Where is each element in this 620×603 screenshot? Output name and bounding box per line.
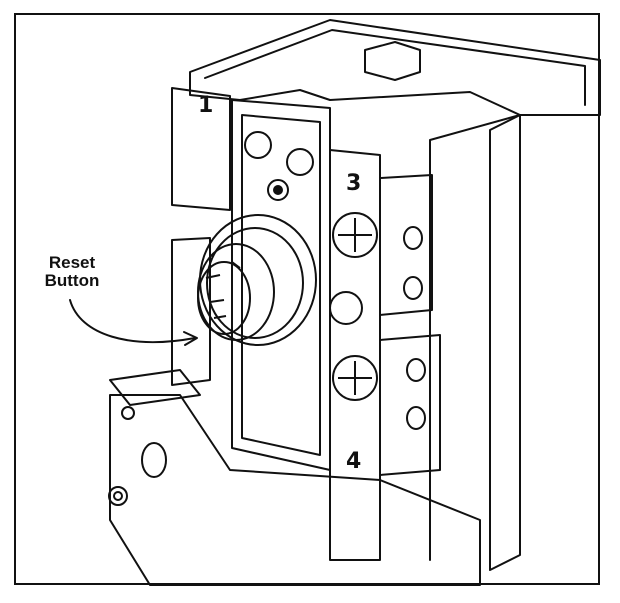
terminal-3-label: 3	[346, 171, 361, 196]
bottom-block	[109, 369, 201, 406]
callout-arrow	[69, 299, 196, 344]
left-tab	[171, 87, 231, 211]
terminal-column	[329, 149, 381, 561]
housing-top	[189, 19, 601, 116]
terminal-bracket-top	[379, 174, 433, 316]
housing-right-face	[429, 114, 521, 561]
housing-top-inner	[204, 29, 586, 106]
side-notch	[171, 237, 211, 386]
screw-icon	[108, 212, 426, 506]
terminal-bracket-bottom	[379, 334, 441, 476]
callout-arrowhead	[183, 331, 198, 346]
callout-line-2: Button	[44, 271, 100, 290]
center-plate-inner	[241, 114, 321, 456]
reset-button-callout: Reset Button	[26, 254, 118, 290]
callout-line-1: Reset	[48, 253, 96, 272]
housing-bottom	[109, 394, 481, 586]
terminal-4-label: 4	[346, 449, 361, 474]
reset-button-icon[interactable]	[197, 214, 317, 346]
housing-tab	[364, 41, 421, 81]
housing-right	[489, 114, 521, 571]
terminal-1-label: 1	[198, 93, 213, 118]
ul-mark-icon	[244, 131, 314, 201]
